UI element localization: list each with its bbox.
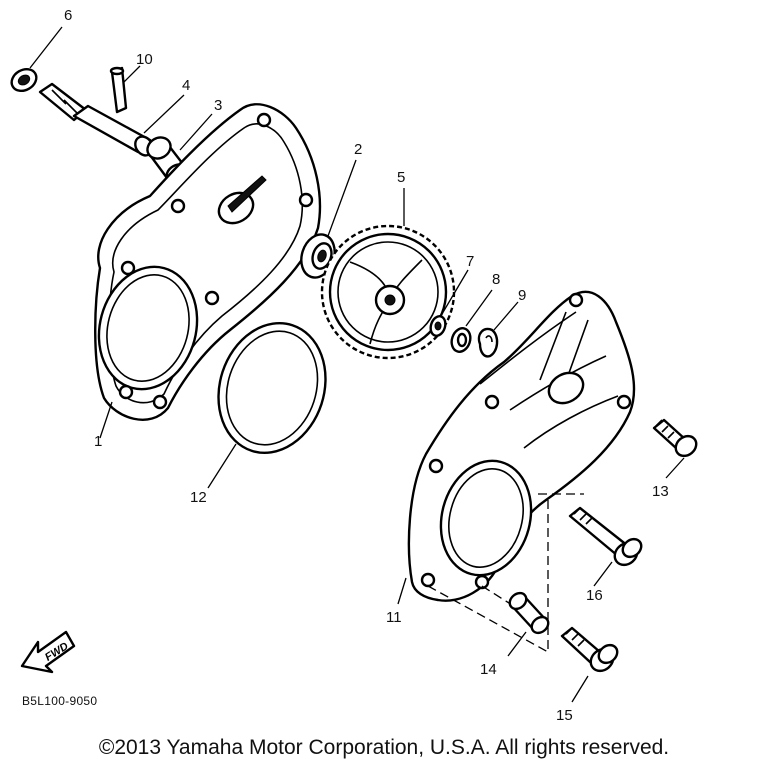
diagram-code: B5L100-9050 bbox=[22, 694, 98, 708]
part-6-seal bbox=[10, 26, 63, 93]
part-11-cover bbox=[397, 290, 636, 605]
part-5-gear bbox=[320, 188, 456, 360]
callout-7: 7 bbox=[466, 253, 474, 270]
fwd-arrow: FWD bbox=[20, 630, 76, 674]
part-9-circlip bbox=[477, 301, 519, 358]
callout-5: 5 bbox=[397, 169, 405, 186]
callout-9: 9 bbox=[518, 287, 526, 304]
part-1-gear-case bbox=[94, 103, 322, 439]
part-13-bolt bbox=[652, 418, 698, 479]
callout-11: 11 bbox=[386, 609, 402, 626]
callout-16: 16 bbox=[586, 587, 603, 604]
part-16-bolt bbox=[568, 506, 643, 587]
callout-12: 12 bbox=[190, 489, 207, 506]
part-8-washer bbox=[450, 289, 493, 353]
callout-8: 8 bbox=[492, 271, 500, 288]
callout-4: 4 bbox=[182, 77, 190, 94]
callout-3: 3 bbox=[214, 97, 222, 114]
part-10-pin bbox=[109, 65, 141, 114]
callout-6: 6 bbox=[64, 7, 72, 24]
callout-1: 1 bbox=[94, 433, 102, 450]
part-12-gasket bbox=[207, 322, 327, 489]
callout-10: 10 bbox=[136, 51, 153, 68]
part-15-bolt bbox=[560, 626, 619, 703]
callout-15: 15 bbox=[556, 707, 573, 724]
callout-14: 14 bbox=[480, 661, 497, 678]
callout-2: 2 bbox=[354, 141, 362, 158]
part-14-dowel bbox=[507, 591, 550, 657]
callout-13: 13 bbox=[652, 483, 669, 500]
copyright-notice: ©2013 Yamaha Motor Corporation, U.S.A. A… bbox=[98, 736, 670, 759]
callout-labels: 6 10 4 3 2 5 7 8 9 1 12 13 16 11 14 15 bbox=[64, 7, 669, 724]
part-7-washer bbox=[429, 269, 469, 337]
